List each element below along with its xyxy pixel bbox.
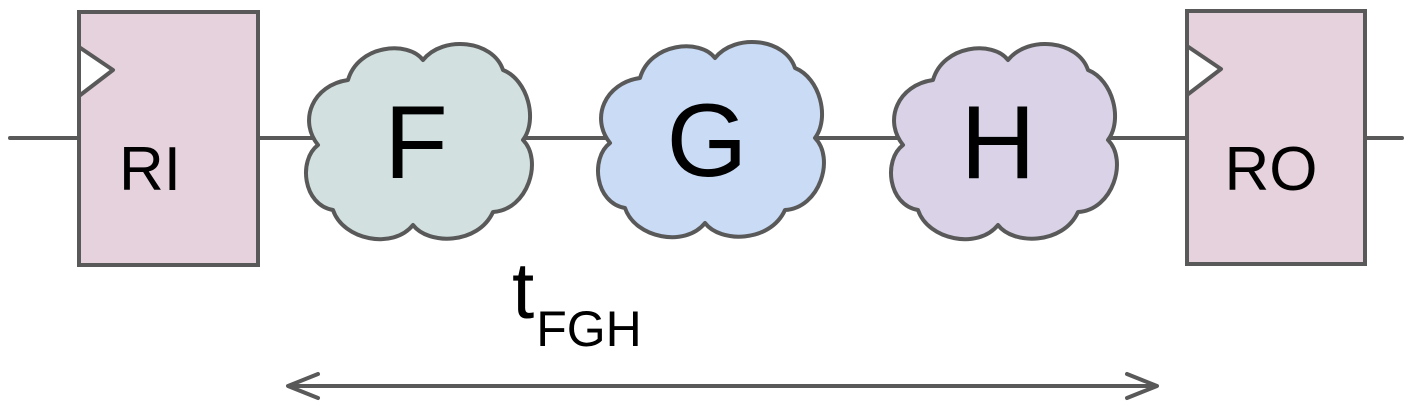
delay-label: tFGH bbox=[512, 246, 642, 357]
cloud-label: F bbox=[384, 85, 448, 201]
input-register: RI bbox=[77, 10, 260, 267]
arrow-left-head-icon bbox=[286, 372, 320, 400]
register-box bbox=[1185, 9, 1367, 266]
cloud-shape bbox=[596, 40, 826, 240]
clock-triangle-icon bbox=[77, 45, 115, 98]
logic-cloud-f: F bbox=[304, 42, 534, 242]
register-label: RI bbox=[119, 135, 181, 204]
arrow-right-head-icon bbox=[1125, 372, 1159, 400]
cloud-label: H bbox=[960, 85, 1035, 201]
register-label: RO bbox=[1225, 135, 1318, 204]
cloud-label: G bbox=[667, 83, 748, 199]
logic-cloud-g: G bbox=[596, 40, 826, 240]
cloud-shape bbox=[304, 42, 534, 242]
register-box bbox=[77, 10, 260, 267]
output-register: RO bbox=[1185, 9, 1367, 266]
cloud-shape bbox=[889, 42, 1119, 242]
logic-cloud-h: H bbox=[889, 42, 1119, 242]
clock-triangle-icon bbox=[1185, 44, 1223, 97]
delay-span-arrow bbox=[286, 372, 1159, 400]
delay-symbol: t bbox=[512, 246, 534, 335]
delay-subscript: FGH bbox=[536, 301, 642, 357]
